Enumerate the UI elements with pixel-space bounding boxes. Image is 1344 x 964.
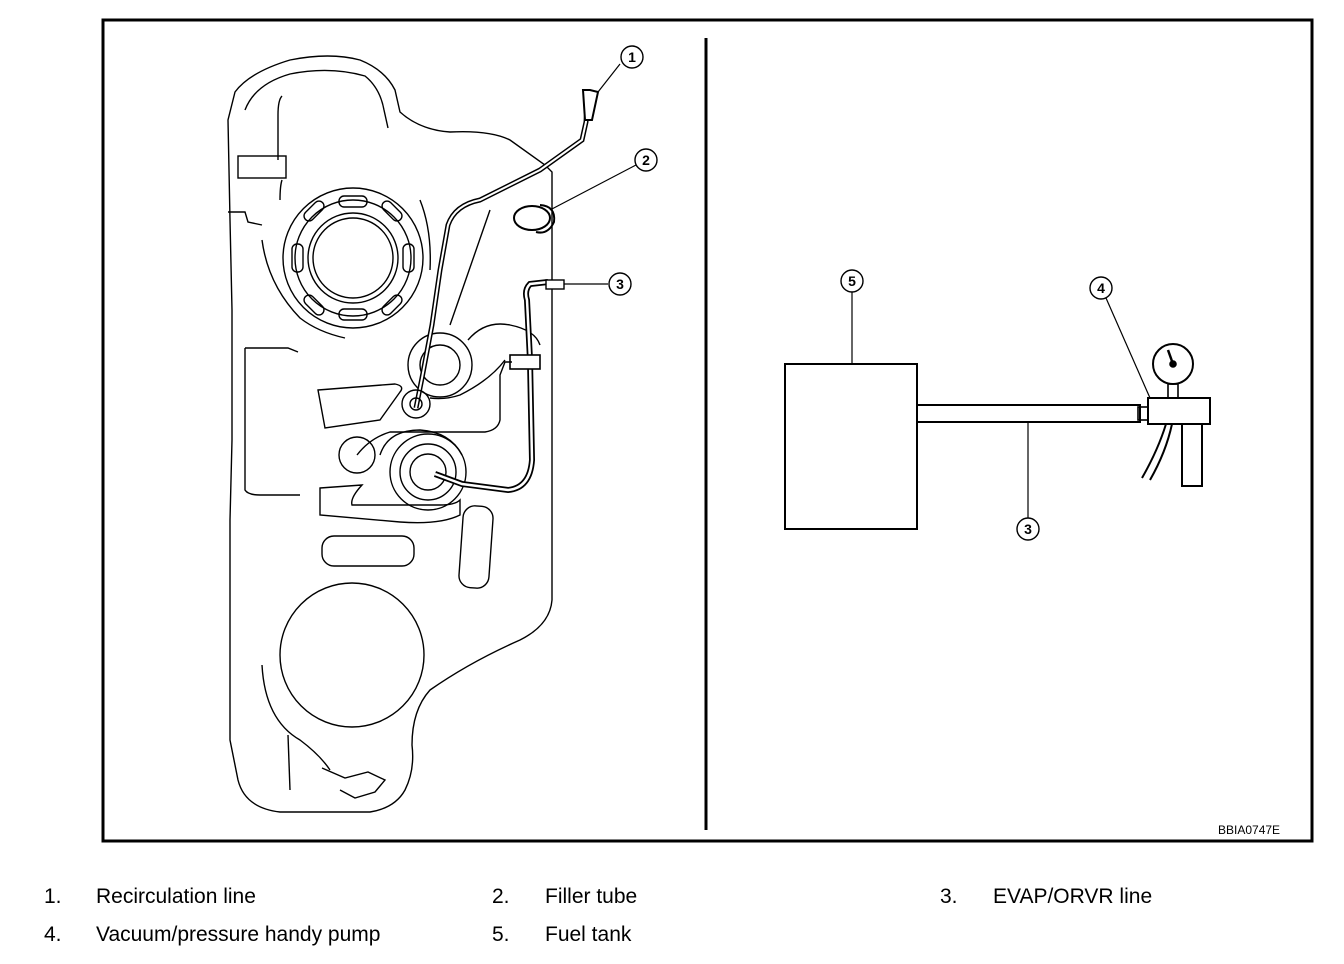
callout-3-right-label: 3	[1024, 521, 1032, 537]
callout-4-right	[1089, 276, 1113, 300]
legend-num-1: 1.	[44, 885, 62, 908]
callout-2-left	[634, 148, 658, 172]
callout-3-left-label: 3	[616, 276, 624, 292]
tank-left-step	[228, 211, 263, 226]
pump-inner-ring	[307, 212, 399, 304]
lower-port-right-inner	[409, 453, 447, 491]
evap-line-hose	[916, 404, 1141, 423]
tank-arc-right	[419, 199, 431, 271]
pressure-gauge	[1152, 343, 1194, 385]
pump-head	[1147, 397, 1211, 425]
callout-1-left	[620, 45, 644, 69]
right-callouts: 5 4 3	[840, 269, 1151, 541]
tank-sump	[279, 582, 425, 728]
tank-inner-ridge	[244, 69, 389, 129]
evap-orvr-line-inner	[434, 280, 549, 492]
tank-rib-2	[279, 179, 283, 201]
legend: 1. Recirculation line 2. Filler tube 3. …	[0, 878, 1344, 958]
pump-outer-ring	[282, 187, 424, 329]
tank-slot-2	[458, 505, 494, 589]
callout-3-left	[608, 272, 632, 296]
recirculation-line-inner	[415, 91, 589, 409]
tank-lower-rib	[287, 734, 291, 791]
evap-branch	[356, 361, 512, 456]
recirculation-line	[413, 91, 591, 409]
pump-mid-ring	[294, 199, 412, 317]
tank-rib-1	[277, 95, 283, 160]
legend-num-3: 3.	[940, 885, 958, 908]
right-panel	[784, 343, 1211, 530]
tank-bracket	[237, 155, 287, 179]
recirculation-port	[409, 397, 423, 411]
pump-cap	[312, 217, 394, 299]
lower-port-right-outer	[389, 433, 467, 511]
lower-port-right-mid	[399, 443, 457, 501]
callout-1-left-label: 1	[628, 49, 636, 65]
callout-2-left-label: 2	[642, 152, 650, 168]
tank-block-1	[317, 383, 403, 429]
tank-lower-arc	[261, 664, 331, 771]
tank-left-notch	[245, 347, 299, 353]
recirculation-thin	[449, 209, 491, 326]
legend-label-2: Filler tube	[545, 885, 638, 908]
diagram-figure: 1 2 3 5 4 3 BBIA0747E	[101, 18, 1314, 843]
filler-tube-body	[535, 204, 556, 234]
legend-label-4: Vacuum/pressure handy pump	[96, 923, 381, 946]
valve-housing	[467, 323, 541, 346]
figure-frame	[101, 18, 1314, 843]
lower-port-left	[338, 436, 376, 474]
callout-3-right	[1016, 517, 1040, 541]
valve-arc	[429, 359, 506, 400]
tank-block-2	[319, 484, 461, 524]
callout-4-right-label: 4	[1097, 280, 1105, 296]
gauge-stem	[1167, 383, 1179, 399]
legend-num-5: 5.	[492, 923, 510, 946]
legend-num-2: 2.	[492, 885, 510, 908]
legend-label-3: EVAP/ORVR line	[993, 885, 1153, 908]
recirculation-clip	[581, 89, 600, 121]
left-panel	[227, 55, 600, 813]
legend-label-1: Recirculation line	[96, 885, 256, 908]
evap-connector	[509, 354, 541, 370]
pump-lever	[1141, 423, 1173, 481]
filler-tube	[513, 205, 551, 231]
lower-port-ring	[379, 429, 463, 456]
legend-num-4: 4.	[44, 923, 62, 946]
pump-ring-bolts	[291, 195, 415, 321]
callout-5-right	[840, 269, 864, 293]
valve-inner	[419, 344, 461, 386]
recirculation-port-outer	[401, 389, 431, 419]
callout-5-right-label: 5	[848, 273, 856, 289]
tank-lower-bracket	[321, 767, 387, 799]
tank-arc-left	[261, 239, 346, 339]
gauge-pivot	[1169, 360, 1177, 368]
valve-outer	[407, 332, 473, 398]
left-callouts: 1 2 3	[545, 45, 658, 296]
pump-handle	[1181, 423, 1203, 487]
fuel-tank-box	[784, 363, 918, 530]
legend-label-5: Fuel tank	[545, 923, 632, 946]
tank-left-notch-2	[244, 348, 300, 496]
tank-slot-1	[321, 535, 415, 567]
fuel-tank-outline	[227, 55, 553, 813]
figure-id-code: BBIA0747E	[1218, 823, 1280, 837]
